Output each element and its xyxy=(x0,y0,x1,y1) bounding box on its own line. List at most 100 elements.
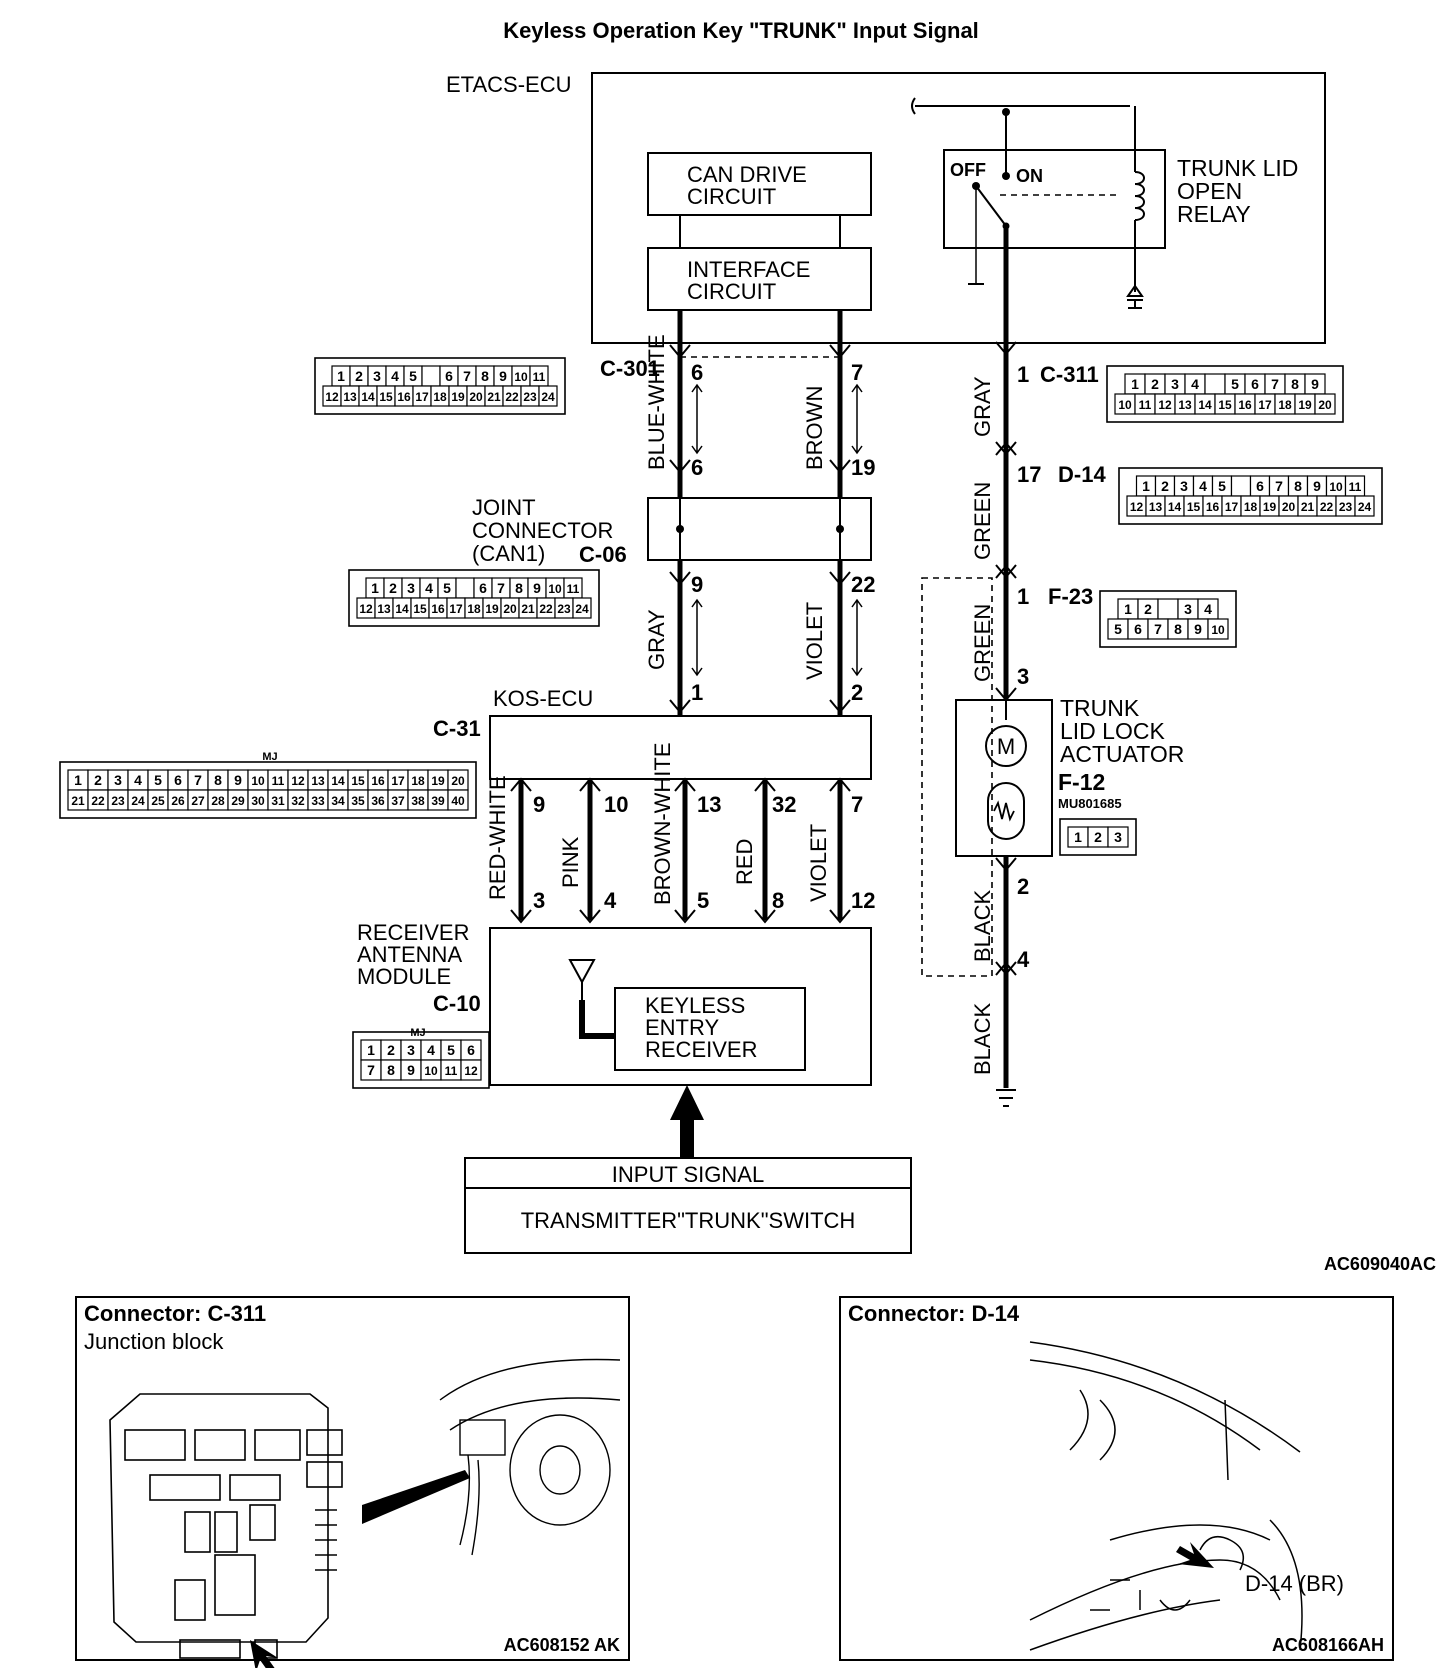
connector-pin-number: 1 xyxy=(1142,478,1150,494)
dashboard-illustration xyxy=(439,1358,621,1556)
connector-pin-number: 25 xyxy=(151,794,165,808)
panel-c311-title: Connector: C-311 xyxy=(84,1301,266,1326)
d14-callout: D-14 (BR) xyxy=(1245,1571,1344,1596)
connector-pin-number: 8 xyxy=(387,1062,395,1078)
connector-pin-number: 2 xyxy=(387,1042,395,1058)
connector-pin-number: 3 xyxy=(1171,376,1179,392)
connector-pin-number: 4 xyxy=(1191,376,1199,392)
connector-pin-number: 7 xyxy=(463,368,471,384)
relay-switch-arm xyxy=(975,185,1007,227)
wire-label-pink: PINK xyxy=(558,836,583,888)
connector-pin-number: 21 xyxy=(71,794,85,808)
connector-pin-number: 9 xyxy=(407,1062,415,1078)
connector-pin-number: 26 xyxy=(171,794,185,808)
connector-pin-number: 12 xyxy=(359,602,373,616)
pin-r8: 8 xyxy=(772,888,784,913)
connector-pin-number: 5 xyxy=(1231,376,1239,392)
pin-k7: 7 xyxy=(851,792,863,817)
connector-pin-number: 7 xyxy=(367,1062,375,1078)
connector-pin-number: 4 xyxy=(425,580,433,596)
connector-cavity xyxy=(538,385,558,407)
connector-pin-number: 33 xyxy=(311,794,325,808)
connector-pin-number: 15 xyxy=(351,774,365,788)
connector-pin-number: 6 xyxy=(174,772,182,788)
connector-pin-number: 21 xyxy=(487,390,501,404)
connector-pin-number: 39 xyxy=(431,794,445,808)
connector-pin-number: 10 xyxy=(1329,480,1343,494)
connector-pin-number: 17 xyxy=(415,390,429,404)
actuator-label-3: ACTUATOR xyxy=(1060,741,1184,767)
relay-on-label: ON xyxy=(1016,166,1043,186)
wire-label-black-1: BLACK xyxy=(970,890,995,962)
pin-22: 22 xyxy=(851,572,875,597)
figure-code-left: AC608152 AK xyxy=(504,1635,620,1655)
receiver-label-2: ANTENNA xyxy=(357,942,462,967)
connector-pin-number: 31 xyxy=(271,794,285,808)
relay-coil xyxy=(1134,171,1145,221)
pin-g4: 4 xyxy=(1017,947,1030,972)
connector-marks-right-up xyxy=(995,441,1017,976)
pin-c301-6: 6 xyxy=(691,360,703,385)
connector-cavity xyxy=(1157,598,1179,620)
connector-cavity xyxy=(447,789,469,811)
relay-on-contact xyxy=(1002,172,1010,180)
connector-pin-number: 19 xyxy=(431,774,445,788)
connector-pin-number: 30 xyxy=(251,794,265,808)
connector-cavity xyxy=(421,365,441,387)
connector-cavity xyxy=(455,577,475,599)
figure-code-main: AC609040AC xyxy=(1324,1254,1436,1274)
connector-pin-number: 19 xyxy=(1298,398,1312,412)
wire-label-brown: BROWN xyxy=(802,386,827,470)
connector-pin-number: 34 xyxy=(331,794,345,808)
pin-g1: 1 xyxy=(1017,362,1029,387)
joint-label-1: JOINT xyxy=(472,495,536,520)
connector-pin-number: 13 xyxy=(1149,500,1163,514)
connector-pin-number: 16 xyxy=(1206,500,1220,514)
connector-pin-number: 5 xyxy=(154,772,162,788)
c10-mj-label: MJ xyxy=(410,1027,425,1039)
connector-pin-number: 10 xyxy=(424,1064,438,1078)
connector-pin-number: 24 xyxy=(1358,500,1372,514)
connector-pin-number: 6 xyxy=(1251,376,1259,392)
pin-c301-7: 7 xyxy=(851,360,863,385)
vehicle-rear-illustration xyxy=(1029,1341,1303,1651)
can-drive-line1: CAN DRIVE xyxy=(687,162,807,187)
keyless-label-3: RECEIVER xyxy=(645,1037,757,1062)
can-drive-circuit-box xyxy=(647,152,872,216)
connector-mark-c06 xyxy=(669,571,851,586)
connector-pin-number: 9 xyxy=(533,580,541,596)
c311-pointer-icon xyxy=(362,1470,470,1524)
connector-pin-number: 36 xyxy=(371,794,385,808)
pin-k9: 9 xyxy=(533,792,545,817)
relay-supply-break xyxy=(911,97,916,115)
connector-cavity xyxy=(1314,393,1336,415)
wire-label-blue-white: BLUE-WHITE xyxy=(644,334,669,470)
connector-pin-number: 8 xyxy=(1174,621,1182,637)
connector-pin-number: 1 xyxy=(337,368,345,384)
connector-pin-number: 5 xyxy=(1114,621,1122,637)
pin-g2: 2 xyxy=(1017,874,1029,899)
connector-pin-number: 12 xyxy=(1130,500,1144,514)
connector-pin-number: 21 xyxy=(521,602,535,616)
wire-label-red-white: RED-WHITE xyxy=(485,775,510,900)
keyless-label-2: ENTRY xyxy=(645,1015,719,1040)
connector-pin-number: 10 xyxy=(251,774,265,788)
connector-cavity xyxy=(1204,373,1226,395)
connector-pin-number: 4 xyxy=(1204,601,1212,617)
connector-pin-number: 11 xyxy=(445,1064,458,1078)
pin-g3: 3 xyxy=(1017,664,1029,689)
wire-label-brown-white: BROWN-WHITE xyxy=(650,742,675,905)
connector-pin-number: 18 xyxy=(1278,398,1292,412)
connector-pin-number: 10 xyxy=(548,582,562,596)
ground-icon xyxy=(996,1089,1016,1107)
twist-arrow-3 xyxy=(691,598,703,677)
figure-code-right: AC608166AH xyxy=(1272,1635,1384,1655)
shield-f23 xyxy=(921,577,993,977)
pin-r12: 12 xyxy=(851,888,875,913)
connector-pin-number: 8 xyxy=(515,580,523,596)
connector-pin-number: 2 xyxy=(1144,601,1152,617)
antenna-lead xyxy=(579,1000,616,1039)
connector-pin-number: 37 xyxy=(391,794,405,808)
connector-pin-number: 4 xyxy=(134,772,142,788)
